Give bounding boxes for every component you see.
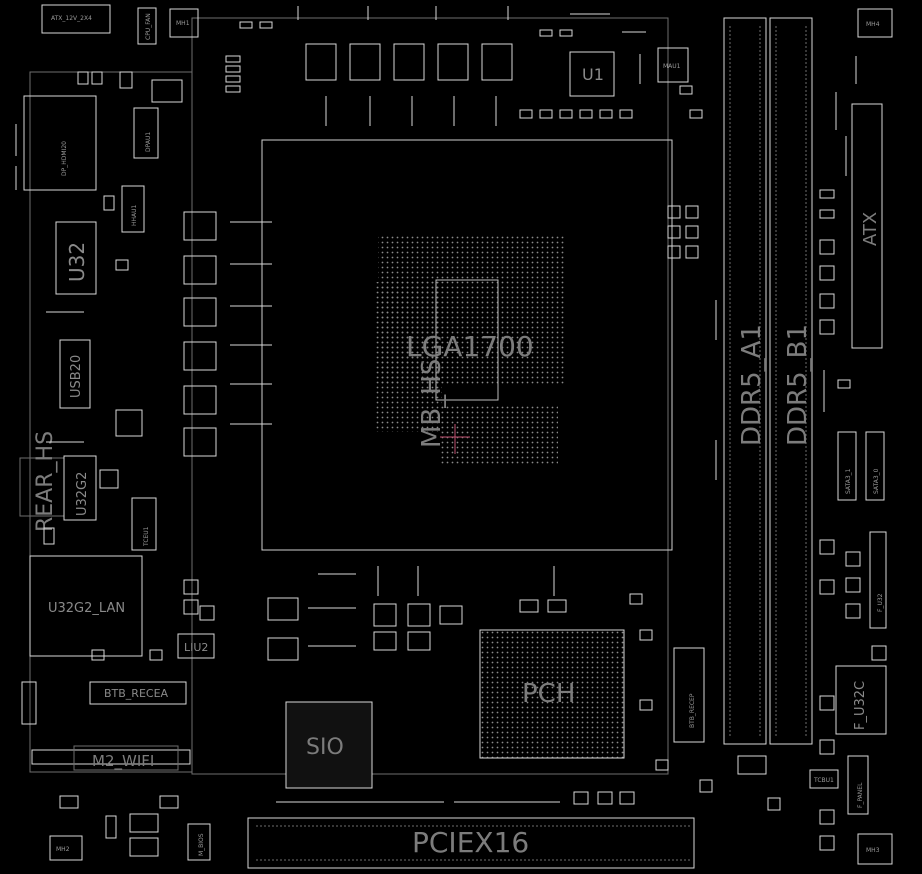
svg-text:ATX: ATX	[860, 212, 881, 246]
u32g2-connector: U32G2	[63, 455, 97, 521]
svg-text:REAR_HS: REAR_HS	[33, 431, 58, 532]
mounting-hole-mh3: MH3	[857, 833, 893, 865]
btb-recea-connector: BTB_RECEA	[89, 681, 187, 705]
liu2-block: LIU2	[177, 633, 215, 659]
svg-text:MH3: MH3	[866, 847, 880, 854]
m2-wifi-slot: M2_WIFI	[31, 745, 191, 771]
svg-text:DDR5_B1: DDR5_B1	[783, 324, 813, 446]
dpau1-block: DPAU1	[133, 107, 159, 159]
cpu-fan-header: CPU_FAN	[137, 7, 157, 45]
svg-text:DPAU1: DPAU1	[145, 132, 152, 152]
btb-recep-connector: BTB_RECEP	[673, 647, 705, 743]
chip-sio: SIO	[285, 701, 373, 789]
svg-text:U1: U1	[582, 65, 604, 84]
svg-text:TCBU1: TCBU1	[813, 777, 834, 784]
top-markers	[297, 6, 646, 126]
svg-text:HHAU1: HHAU1	[131, 204, 138, 226]
dp-hdmi-connector: DP_HDMI20	[23, 95, 97, 191]
m-bios-chip: M_BIOS	[187, 823, 211, 861]
svg-text:MH4: MH4	[866, 21, 880, 28]
svg-text:M_BIOS: M_BIOS	[198, 833, 205, 856]
cpu-socket-lga1700: LGA1700 MB_HS	[261, 139, 673, 551]
usb32-connector: U32	[55, 221, 97, 295]
front-panel-header: F_PANEL	[847, 755, 869, 815]
svg-text:MH1: MH1	[176, 20, 190, 27]
tcbu1-block: TCBU1	[809, 769, 839, 789]
svg-text:U32: U32	[65, 242, 89, 282]
usb32g2-lan-connector: U32G2_LAN	[29, 555, 143, 657]
vrm-left-column	[183, 211, 217, 457]
mounting-hole-mh1: MH1	[169, 8, 199, 38]
svg-text:MB_HS: MB_HS	[417, 359, 447, 448]
atx-12v-connector: ATX_12V_2X4	[41, 4, 111, 34]
rear-hs-block: REAR_HS	[19, 431, 65, 532]
small-components	[21, 21, 887, 857]
svg-text:M2_WIFI: M2_WIFI	[92, 752, 154, 771]
svg-text:F_PANEL: F_PANEL	[857, 782, 864, 808]
sata3-0-connector: SATA3_0	[865, 431, 885, 501]
mounting-hole-mh2: MH2	[49, 835, 83, 861]
mounting-hole-mh4: MH4	[857, 8, 893, 38]
svg-text:BTB_RECEA: BTB_RECEA	[104, 687, 169, 700]
svg-text:TCEU1: TCEU1	[143, 526, 150, 547]
cpu-zone-outline	[191, 17, 669, 775]
svg-text:U32G2_LAN: U32G2_LAN	[48, 601, 125, 616]
svg-text:BTB_RECEP: BTB_RECEP	[689, 693, 696, 728]
pciex16-slot: PCIEX16	[247, 817, 695, 869]
chip-pch: PCH	[479, 629, 625, 759]
svg-text:MH2: MH2	[56, 846, 70, 853]
svg-text:USB20: USB20	[69, 355, 84, 398]
ddr5-b1-slot: DDR5_B1	[769, 17, 813, 745]
svg-text:LIU2: LIU2	[184, 641, 208, 654]
front-u32-header: F_U32	[869, 531, 887, 629]
front-u32c-header: F_U32C	[835, 665, 887, 735]
atx-24pin-connector: ATX	[851, 103, 883, 349]
svg-text:CPU_FAN: CPU_FAN	[145, 13, 152, 40]
svg-text:SATA3_1: SATA3_1	[845, 468, 852, 494]
svg-text:ATX_12V_2X4: ATX_12V_2X4	[51, 15, 92, 22]
chip-mau1: MAU1	[657, 47, 689, 83]
chip-u1: U1	[569, 51, 615, 97]
usb20-connector: USB20	[59, 339, 91, 409]
traces	[15, 56, 857, 803]
svg-text:SIO: SIO	[306, 735, 344, 760]
hhau1-block: HHAU1	[121, 185, 145, 233]
svg-text:MAU1: MAU1	[663, 63, 681, 70]
svg-text:F_U32: F_U32	[877, 593, 884, 612]
svg-text:DP_HDMI20: DP_HDMI20	[61, 141, 68, 176]
ddr5-a1-slot: DDR5_A1	[723, 17, 767, 745]
svg-text:LGA1700: LGA1700	[406, 330, 534, 363]
svg-text:PCIEX16: PCIEX16	[412, 826, 529, 859]
tceu1-block: TCEU1	[131, 497, 157, 551]
rear-io-zone	[29, 71, 193, 773]
svg-text:F_U32C: F_U32C	[853, 681, 868, 730]
svg-text:U32G2: U32G2	[75, 472, 90, 516]
svg-text:PCH: PCH	[522, 679, 575, 709]
svg-text:DDR5_A1: DDR5_A1	[737, 324, 767, 446]
vrm-top-row	[305, 43, 513, 81]
sata3-1-connector: SATA3_1	[837, 431, 857, 501]
svg-text:SATA3_0: SATA3_0	[873, 468, 880, 494]
vrm-left-traces	[230, 221, 272, 425]
